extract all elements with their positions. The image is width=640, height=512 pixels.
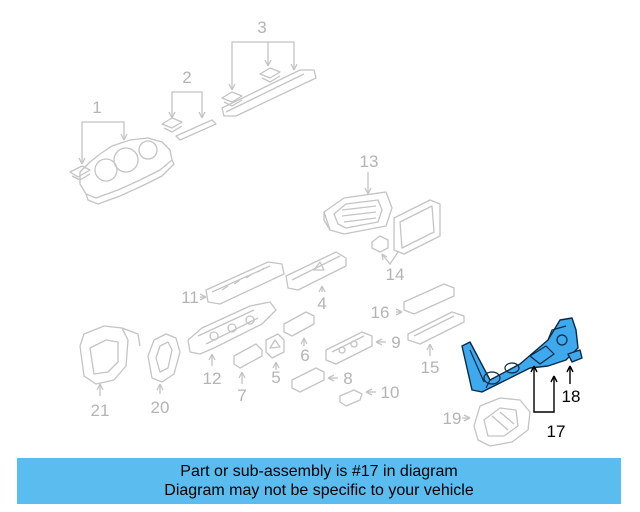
callout-17: 17: [547, 422, 566, 441]
callout-18: 18: [562, 387, 581, 406]
callout-4: 4: [317, 294, 326, 313]
part-10-clip: [339, 388, 376, 407]
callout-15: 15: [421, 358, 440, 377]
part-1-cluster-bezel: [69, 121, 175, 205]
callout-9: 9: [391, 333, 400, 352]
part-17-knee-bolster-highlighted: [461, 317, 583, 413]
callout-21: 21: [91, 401, 110, 420]
part-2-trim-strip: [161, 91, 217, 141]
part-21-side-panel: [79, 325, 141, 396]
callout-16: 16: [371, 303, 390, 322]
part-16-storage-cover: [395, 283, 455, 316]
part-13-center-vent: [323, 172, 393, 235]
callout-3: 3: [257, 18, 266, 37]
callout-11: 11: [181, 288, 199, 307]
banner-line-part-number: Part or sub-assembly is #17 in diagram: [180, 463, 458, 480]
callout-10: 10: [381, 383, 400, 402]
part-5-hazard-switch: [265, 333, 285, 370]
callout-7: 7: [237, 386, 246, 405]
callout-14: 14: [386, 265, 405, 284]
part-6-button: [283, 311, 315, 346]
part-7-cover: [233, 343, 263, 384]
part-12-lower-center-panel: [187, 301, 277, 366]
callout-20: 20: [151, 398, 170, 417]
part-11-switch-panel: [199, 261, 285, 305]
part-9-switch-assembly: [325, 331, 386, 365]
callout-12: 12: [203, 369, 222, 388]
callout-5: 5: [271, 368, 280, 387]
part-15-tray-mat: [407, 311, 465, 356]
part-3-long-trim-strip: [221, 41, 317, 117]
part-20-end-cap: [147, 333, 181, 394]
callout-13: 13: [360, 152, 379, 171]
part-4-switch-bezel: [285, 251, 347, 293]
part-19-lower-trim: [462, 397, 531, 447]
callout-2: 2: [182, 68, 191, 87]
callout-8: 8: [343, 369, 352, 388]
callout-6: 6: [300, 346, 309, 365]
callout-1: 1: [92, 98, 101, 117]
callout-19: 19: [443, 409, 462, 428]
part-8-switch: [291, 367, 338, 393]
part-14-display: [371, 199, 441, 266]
exploded-parts-diagram: 1 2 3: [69, 18, 583, 447]
banner-line-disclaimer: Diagram may not be specific to your vehi…: [164, 482, 474, 499]
info-banner: Part or sub-assembly is #17 in diagram D…: [17, 458, 621, 504]
